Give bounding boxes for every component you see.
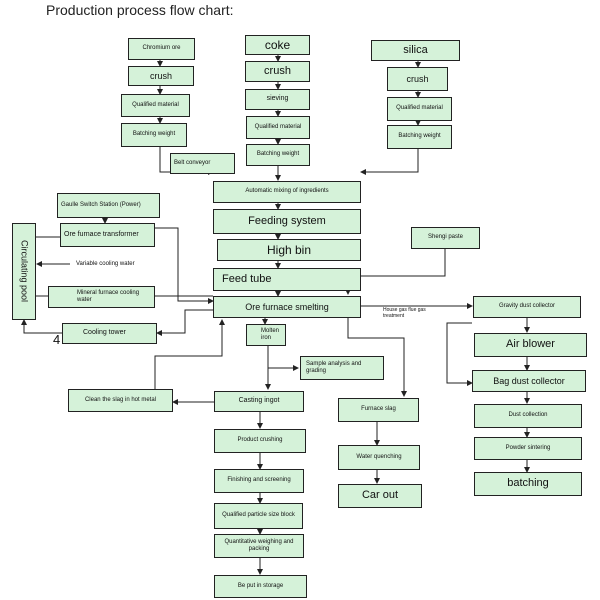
label-number-4: 4 bbox=[53, 332, 61, 347]
node-qualified-particle-size-block: Qualified particle size block bbox=[214, 503, 303, 529]
node-put-in-storage: Be put in storage bbox=[214, 575, 307, 598]
node-finishing-screening: Finishing and screening bbox=[214, 469, 304, 493]
node-chromium-ore: Chromium ore bbox=[128, 38, 195, 60]
arrow-smelting-cooling-tower bbox=[156, 309, 213, 336]
arrow-clean-slag-smelting bbox=[154, 319, 225, 391]
node-crush-mid: crush bbox=[245, 61, 310, 82]
node-qualified-material-right: Qualified material bbox=[387, 97, 452, 121]
node-quantitative-weighing: Quantitative weighing and packing bbox=[214, 534, 304, 558]
node-batching-weight-left: Batching weight bbox=[121, 123, 187, 147]
label-variable-cooling-water: Variable cooling water bbox=[76, 261, 135, 267]
node-qualified-material-left: Qualified material bbox=[121, 94, 190, 117]
node-gravity-dust-collector: Gravity dust collector bbox=[473, 296, 581, 318]
node-belt-conveyor: Belt conveyor bbox=[170, 153, 235, 174]
node-automatic-mixing: Automatic mixing of ingredients bbox=[213, 181, 361, 203]
node-mineral-furnace-cooling-water: Mineral furnace cooling water bbox=[48, 286, 155, 308]
node-high-bin: High bin bbox=[217, 239, 361, 261]
node-air-blower: Air blower bbox=[474, 333, 587, 357]
arrow-smelting-furnace-slag bbox=[347, 318, 407, 397]
node-water-quenching: Water quenching bbox=[338, 445, 420, 470]
node-silica: silica bbox=[371, 40, 460, 61]
arrow-paste-smelting bbox=[345, 249, 446, 295]
node-coke: coke bbox=[245, 35, 310, 55]
node-batching-weight-mid: Batching weight bbox=[246, 144, 310, 166]
arrow-right-to-mixing bbox=[360, 149, 419, 175]
node-feeding-system: Feeding system bbox=[213, 209, 361, 234]
node-ore-furnace-transformer: Ore furnace transformer bbox=[60, 223, 155, 247]
arrow-cooling-tower-pool bbox=[21, 319, 62, 334]
node-dust-collection: Dust collection bbox=[474, 404, 582, 428]
page-title: Production process flow chart: bbox=[46, 2, 234, 18]
node-crush-left: crush bbox=[128, 66, 194, 86]
arrow-gravity-bag bbox=[446, 322, 473, 386]
node-car-out: Car out bbox=[338, 484, 422, 508]
node-qualified-material-mid: Qualified material bbox=[246, 116, 310, 139]
node-cooling-tower: Cooling tower bbox=[62, 323, 157, 344]
node-gaulle-switch-station: Gaulle Switch Station (Power) bbox=[57, 193, 160, 218]
node-batching-weight-right: Batching weight bbox=[387, 125, 452, 149]
node-bag-dust-collector: Bag dust collector bbox=[472, 370, 586, 392]
node-clean-slag: Clean the slag in hot metal bbox=[68, 389, 173, 412]
node-powder-sintering: Powder sintering bbox=[474, 437, 582, 460]
label-house-gas-treatment: House gas flue gas treatment bbox=[383, 307, 426, 319]
node-crush-right: crush bbox=[387, 67, 448, 91]
node-molten-iron: Molten iron bbox=[246, 324, 286, 346]
node-circulating-pool: Circulating pool bbox=[12, 223, 36, 320]
node-feed-tube: Feed tube bbox=[213, 268, 361, 291]
node-shengi-paste: Shengi paste bbox=[411, 227, 480, 249]
node-casting-ingot: Casting ingot bbox=[214, 391, 304, 412]
node-sample-analysis: Sample analysis and grading bbox=[300, 356, 384, 380]
node-product-crushing: Product crushing bbox=[214, 429, 306, 453]
node-sieving: sieving bbox=[245, 89, 310, 110]
node-batching: batching bbox=[474, 472, 582, 496]
node-ore-furnace-smelting: Ore furnace smelting bbox=[213, 296, 361, 318]
arrow-transformer-smelting bbox=[155, 227, 214, 304]
node-furnace-slag: Furnace slag bbox=[338, 398, 419, 422]
